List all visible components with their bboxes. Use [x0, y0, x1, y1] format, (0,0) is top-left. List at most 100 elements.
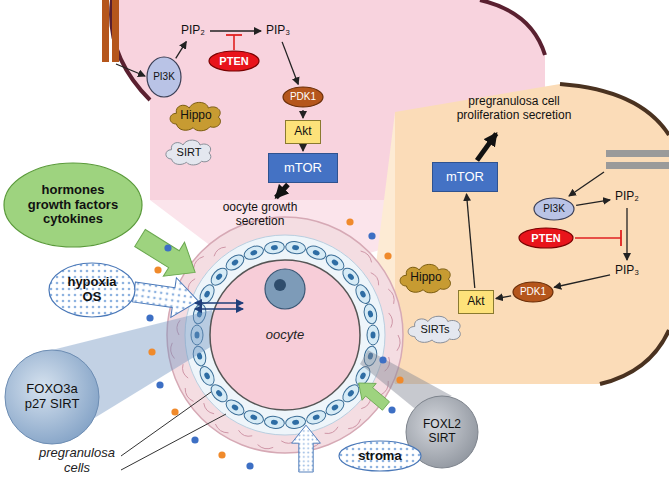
node-text: Hippo — [410, 271, 441, 285]
pdk1-oval: PDK1 — [512, 281, 554, 303]
pregranulosa-cell — [197, 364, 217, 387]
stroma-fiber — [214, 247, 226, 256]
stroma-fiber — [185, 388, 193, 401]
signal-molecule — [191, 436, 198, 443]
signal-molecule — [146, 314, 153, 321]
stroma-arrow — [292, 425, 321, 472]
stress-oval: hypoxia OS — [48, 262, 136, 318]
stroma-fiber — [258, 445, 274, 449]
pregranulosa-cell — [305, 244, 328, 262]
outline — [400, 264, 450, 292]
outline — [4, 163, 142, 247]
pathway-arrow — [576, 200, 610, 206]
signal-molecule — [148, 348, 155, 355]
signal-molecule — [154, 266, 161, 273]
hypoxia-arrow — [131, 272, 201, 321]
outcome-text: oocyte growth secretion — [208, 199, 312, 231]
pathway-arrow — [554, 275, 610, 287]
granulosa-cell-panel — [395, 84, 669, 384]
node-text: mTOR — [284, 161, 322, 176]
node-text: PI3K — [543, 203, 565, 215]
stroma-fiber — [388, 289, 394, 304]
receptor — [102, 0, 109, 62]
akt-box: Akt — [285, 120, 321, 144]
pregranulosa-cell — [323, 397, 346, 418]
cell-nucleus — [292, 419, 300, 425]
stroma-fiber — [204, 403, 214, 414]
mtor-box: mTOR — [268, 153, 338, 183]
node-text: SIRT — [177, 146, 202, 159]
outline — [534, 198, 574, 220]
node-text: FOXO3a p27 SIRT — [24, 382, 80, 412]
stroma-fiber — [389, 313, 393, 328]
cloud-group — [400, 264, 450, 292]
stroma-fiber — [371, 273, 379, 286]
stroma-fiber — [361, 251, 372, 262]
pdk1-oval: PDK1 — [282, 86, 324, 108]
pathway-arrow — [302, 110, 303, 118]
granulosa-layer — [185, 235, 385, 435]
node-text: hormones growth factors cytokines — [23, 183, 123, 228]
signal-molecule — [346, 218, 353, 225]
signal-molecule — [379, 356, 386, 363]
cell-nucleus — [347, 272, 355, 281]
pregranulosa-cell — [223, 252, 246, 273]
lipid-label: PIP₃ — [612, 262, 642, 280]
outline — [147, 57, 181, 97]
node-text: PIP₂ — [181, 24, 205, 38]
granulosa-membrane — [600, 330, 669, 384]
signal-molecule — [246, 462, 253, 469]
node-text: oocyte growth secretion — [210, 201, 310, 229]
cell-nucleus — [371, 332, 376, 339]
signal-molecule — [164, 244, 171, 251]
stroma-oval: stroma — [338, 440, 422, 472]
pathway-arrow — [302, 146, 303, 151]
outline — [170, 102, 220, 130]
cell-nucleus — [331, 259, 340, 267]
stroma-fiber — [188, 279, 195, 292]
cell-nucleus — [271, 245, 279, 251]
cell-nucleus — [203, 372, 211, 381]
node-text: pregranulosa cell proliferation secretio… — [455, 95, 573, 123]
outline — [210, 260, 360, 410]
stroma-fiber — [348, 419, 360, 429]
cell-nucleus — [347, 389, 355, 398]
signal-oval: hormones growth factors cytokines — [3, 162, 143, 248]
lipid-label: PIP₂ — [612, 188, 642, 206]
node-text: PI3K — [153, 71, 175, 83]
akt-box: Akt — [458, 290, 494, 314]
sirt-cloud: SIRT — [164, 138, 214, 166]
signal-molecule — [384, 252, 391, 259]
outcome-arrow — [477, 134, 496, 161]
pathway-arrow — [626, 208, 627, 260]
pregranulosa-cell — [264, 415, 285, 429]
node-text: Akt — [294, 125, 311, 139]
node-text: PIP₃ — [615, 264, 639, 278]
pregranulosa-cell — [264, 240, 285, 254]
pregranulosa-cell — [242, 244, 265, 262]
pten-oval: PTEN — [518, 227, 574, 249]
receptor — [112, 0, 119, 62]
node-text: PDK1 — [520, 286, 546, 298]
mtor-box: mTOR — [432, 162, 498, 192]
node-text: Akt — [467, 295, 484, 309]
node-text: PDK1 — [290, 91, 316, 103]
pregranulosa-cell — [285, 240, 306, 254]
signal-molecule — [156, 381, 163, 388]
lipid-label: PIP₂ — [178, 22, 208, 40]
leader-line — [121, 414, 226, 470]
cell-nucleus — [331, 403, 340, 411]
lipid-label: PIP₃ — [263, 22, 293, 40]
pregranulosa-cell — [242, 408, 265, 426]
cell-nucleus — [215, 389, 223, 398]
outline — [166, 140, 211, 165]
cell-nucleus — [367, 310, 374, 318]
stroma-fiber — [397, 335, 400, 351]
nucleolus — [274, 279, 286, 291]
cloud-group — [170, 102, 220, 130]
hippo-cloud: Hippo — [398, 262, 454, 294]
cell-nucleus — [312, 249, 320, 256]
pregranulosa-cell — [353, 282, 373, 305]
node-text: PIP₂ — [615, 190, 639, 204]
hormone-arrow — [129, 221, 205, 289]
